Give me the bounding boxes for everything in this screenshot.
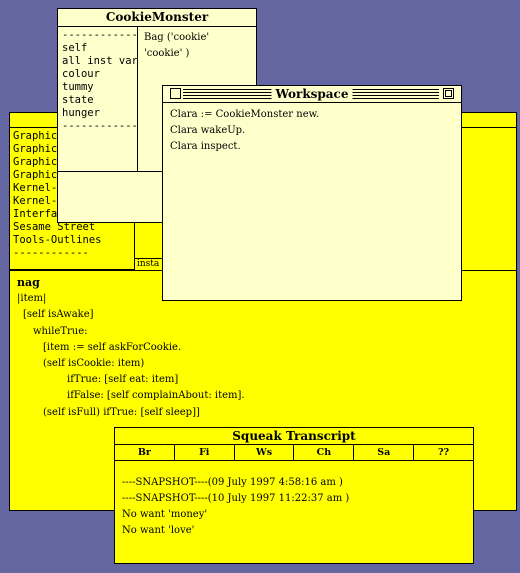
workspace-title: Workspace [271, 86, 353, 102]
changes-button[interactable]: Ch [294, 445, 355, 460]
category-item[interactable]: Kernel- [13, 195, 58, 207]
instance-switch[interactable]: insta [135, 258, 165, 270]
transcript-title[interactable]: Squeak Transcript [115, 428, 473, 445]
workspace-line: Clara inspect. [170, 141, 241, 152]
workspace-button[interactable]: Ws [235, 445, 295, 460]
browser-button[interactable]: Br [115, 445, 175, 460]
save-button[interactable]: Sa [354, 445, 415, 460]
close-box-icon[interactable] [170, 88, 181, 99]
category-item[interactable]: Graphics- [13, 143, 70, 155]
category-item: ------------ [13, 247, 89, 259]
zoom-box-icon[interactable] [443, 88, 454, 99]
code-line: (self isCookie: item) [43, 358, 145, 370]
category-item[interactable]: Graphics- [13, 169, 70, 181]
code-line: nag [17, 276, 40, 289]
transcript-line: No want 'love' [122, 525, 195, 536]
workspace-title-bar[interactable]: Workspace [163, 86, 461, 103]
file-list-button[interactable]: Fi [175, 445, 235, 460]
field-item[interactable]: tummy [62, 81, 94, 93]
transcript-text-pane[interactable]: ----SNAPSHOT----(09 July 1997 4:58:16 am… [115, 461, 473, 563]
workspace-line: Clara := CookieMonster new. [170, 109, 320, 120]
value-line: 'cookie' ) [144, 48, 190, 59]
transcript-button-bar: Br Fi Ws Ch Sa ?? [115, 445, 473, 461]
transcript-line: ----SNAPSHOT----(09 July 1997 4:58:16 am… [122, 477, 343, 488]
category-item[interactable]: Sesame Street [13, 221, 96, 233]
field-item: ------------ [62, 29, 138, 41]
transcript-line: ----SNAPSHOT----(10 July 1997 11:22:37 a… [122, 493, 350, 504]
value-line: Bag ('cookie' [144, 32, 210, 43]
category-item[interactable]: Graphics- [13, 130, 70, 142]
workspace-window[interactable]: Workspace Clara := CookieMonster new. Cl… [162, 85, 462, 301]
category-item[interactable]: Interfac [13, 208, 64, 220]
transcript-line: No want 'money' [122, 509, 208, 520]
code-line: whileTrue: [33, 325, 88, 337]
field-item[interactable]: all inst vars [62, 55, 138, 67]
transcript-window[interactable]: Squeak Transcript Br Fi Ws Ch Sa ?? ----… [114, 427, 474, 564]
field-item: ------------ [62, 120, 138, 132]
code-line: (self isFull) ifTrue: [self sleep]] [43, 406, 200, 418]
code-line: |item| [17, 293, 47, 305]
inspector-field-list[interactable]: ------------ self all inst vars colour t… [58, 27, 138, 172]
category-item[interactable]: Tools-Outlines [13, 234, 102, 246]
code-line: ifFalse: [self complainAbout: item]. [67, 390, 245, 402]
field-item[interactable]: state [62, 94, 94, 106]
help-button[interactable]: ?? [437, 447, 450, 458]
inspector-title[interactable]: CookieMonster [58, 9, 256, 27]
code-line: [item := self askForCookie. [43, 341, 182, 353]
category-item[interactable]: Kernel- [13, 182, 58, 194]
category-item[interactable]: Graphics- [13, 156, 70, 168]
field-item[interactable]: self [62, 42, 88, 54]
workspace-line: Clara wakeUp. [170, 125, 246, 136]
class-category-list[interactable]: Graphics- Graphics- Graphics- Graphics- … [10, 128, 135, 270]
code-line: ifTrue: [self eat: item] [67, 374, 179, 386]
code-line: [self isAwake] [23, 309, 94, 321]
field-item[interactable]: hunger [62, 107, 100, 119]
workspace-text-pane[interactable]: Clara := CookieMonster new. Clara wakeUp… [163, 103, 461, 300]
field-item[interactable]: colour [62, 68, 100, 80]
